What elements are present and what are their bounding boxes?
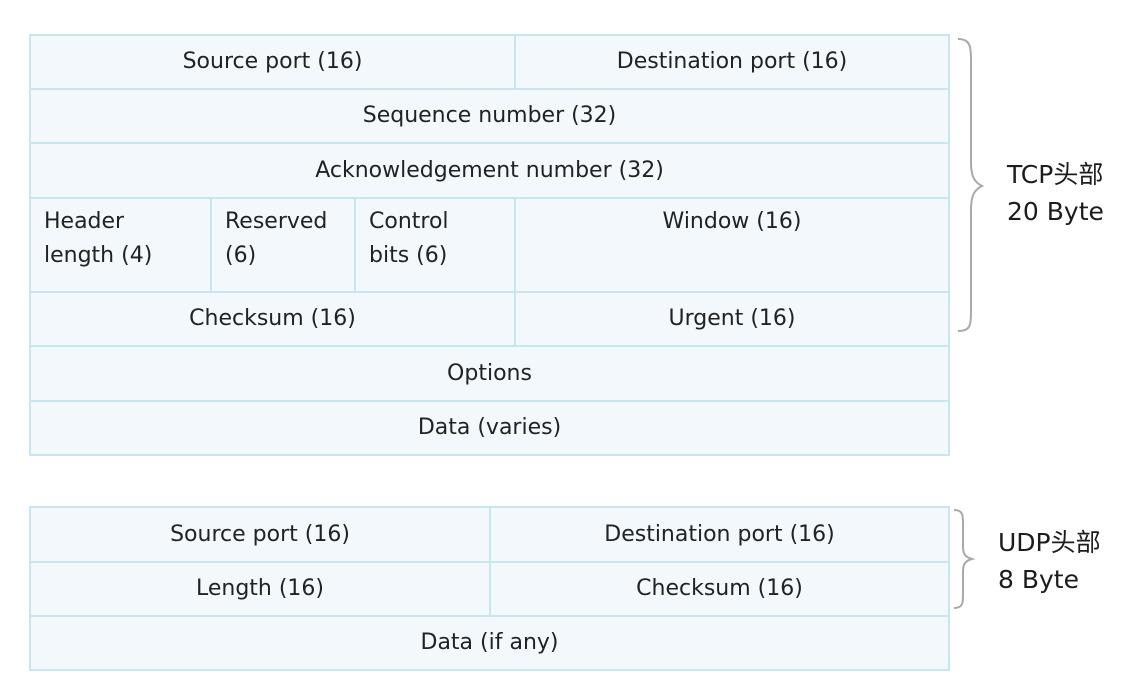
tcp-source-port-cell: Source port (16) — [29, 34, 516, 90]
udp-checksum-cell: Checksum (16) — [489, 561, 950, 617]
tcp-control-bits-cell: Control bits (6) — [354, 197, 516, 293]
tcp-brace-icon — [957, 38, 985, 332]
tcp-reserved-cell: Reserved (6) — [210, 197, 356, 293]
tcp-header-length-cell: Header length (4) — [29, 197, 212, 293]
tcp-checksum-label: Checksum (16) — [189, 306, 356, 331]
tcp-urgent-label: Urgent (16) — [668, 306, 796, 331]
tcp-header-length-label: Header length (4) — [44, 209, 153, 268]
tcp-options-label: Options — [447, 360, 532, 386]
tcp-data-cell: Data (varies) — [29, 400, 950, 456]
udp-label-size: 8 Byte — [998, 565, 1079, 594]
tcp-acknowledgement-number-cell: Acknowledgement number (32) — [29, 142, 950, 199]
tcp-data-label: Data (varies) — [417, 415, 562, 440]
tcp-control-bits-label: Control bits (6) — [369, 209, 449, 268]
tcp-destination-port-cell: Destination port (16) — [514, 34, 950, 90]
udp-data-cell: Data (if any) — [29, 615, 950, 671]
tcp-urgent-cell: Urgent (16) — [514, 291, 950, 347]
udp-destination-port-label: Destination port (16) — [604, 521, 835, 547]
tcp-acknowledgement-number-label: Acknowledgement number (32) — [315, 157, 664, 183]
tcp-options-cell: Options — [29, 345, 950, 402]
udp-header-size-label: UDP头部 8 Byte — [998, 524, 1101, 598]
udp-source-port-cell: Source port (16) — [29, 506, 491, 563]
udp-destination-port-cell: Destination port (16) — [489, 506, 950, 563]
tcp-label-size: 20 Byte — [1007, 197, 1104, 226]
udp-label-title: UDP头部 — [998, 528, 1101, 557]
tcp-window-cell: Window (16) — [514, 197, 950, 293]
udp-data-label: Data (if any) — [420, 630, 559, 655]
tcp-window-label: Window (16) — [662, 209, 802, 234]
tcp-header-size-label: TCP头部 20 Byte — [1007, 156, 1104, 230]
udp-brace-icon — [953, 509, 976, 609]
udp-length-label: Length (16) — [195, 576, 325, 601]
tcp-sequence-number-cell: Sequence number (32) — [29, 88, 950, 144]
udp-source-port-label: Source port (16) — [170, 521, 350, 547]
tcp-destination-port-label: Destination port (16) — [616, 49, 848, 74]
udp-length-cell: Length (16) — [29, 561, 491, 617]
udp-checksum-label: Checksum (16) — [636, 576, 803, 601]
tcp-source-port-label: Source port (16) — [182, 49, 363, 74]
tcp-reserved-label: Reserved (6) — [225, 209, 328, 268]
tcp-label-title: TCP头部 — [1007, 160, 1104, 189]
tcp-checksum-cell: Checksum (16) — [29, 291, 516, 347]
tcp-sequence-number-label: Sequence number (32) — [362, 103, 617, 128]
